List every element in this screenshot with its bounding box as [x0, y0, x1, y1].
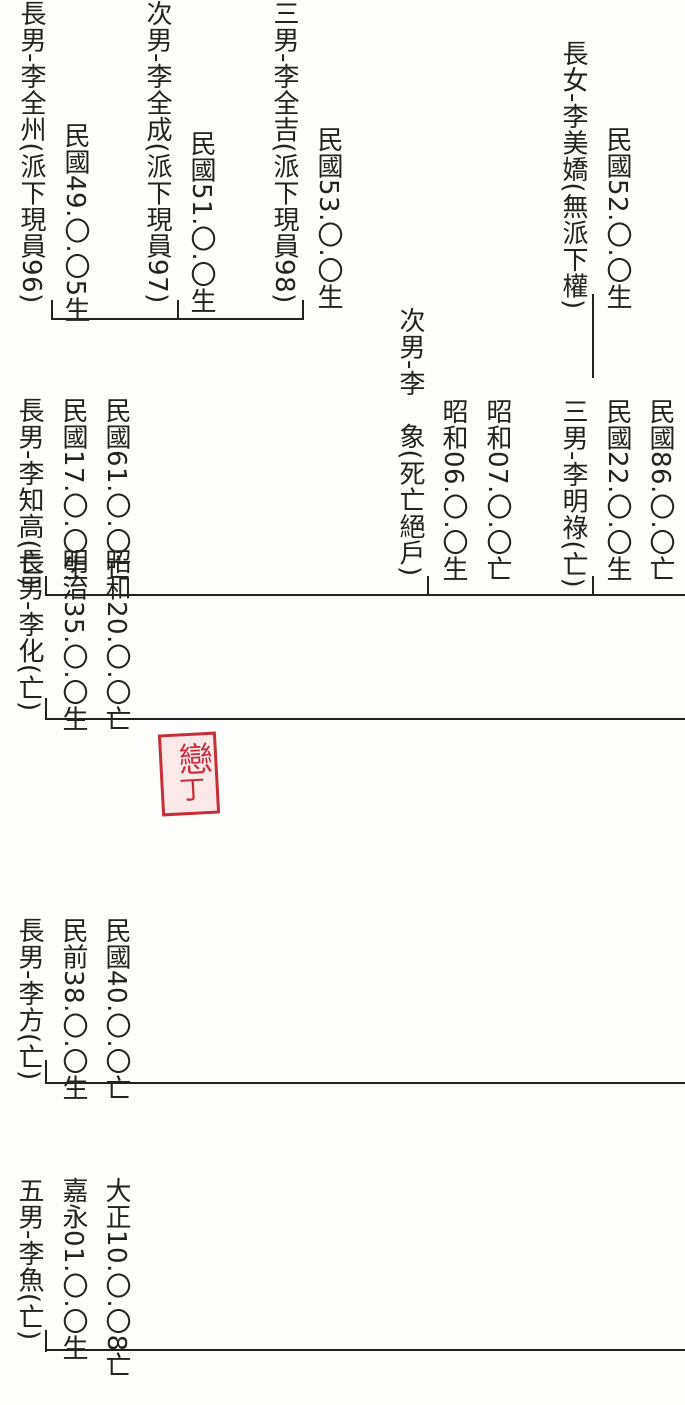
- record-li-quancheng-title: 次男-李全成(派下現員97): [142, 0, 172, 304]
- record-li-fang-title: 長男-李方(亡): [14, 917, 44, 1081]
- record-li-meijiao-title: 長女-李美嬌(無派下權): [558, 40, 588, 310]
- record-li-zhigao-death: 民國61.〇.〇亡: [101, 397, 131, 582]
- record-li-fang-birth: 民前38.〇.〇生: [58, 917, 88, 1102]
- connector-line: [592, 294, 594, 378]
- connector-line: [45, 718, 685, 720]
- connector-line: [427, 576, 429, 596]
- record-li-yu-birth: 嘉永01.〇.〇生: [58, 1177, 88, 1362]
- connector-line: [45, 1349, 685, 1351]
- connector-line: [45, 576, 47, 596]
- connector-line: [177, 300, 179, 320]
- connector-line: [45, 698, 47, 720]
- connector-line: [51, 300, 53, 320]
- record-li-xiang-birth: 昭和06.〇.〇生: [438, 398, 468, 583]
- record-li-minglu-death: 民國86.〇.〇亡: [645, 398, 675, 583]
- red-seal-stamp: 戀 丁: [157, 731, 221, 817]
- record-li-zhigao-birth: 民國17.〇.〇生: [58, 397, 88, 582]
- record-li-quancheng-birth: 民國51.〇.〇生: [186, 130, 216, 315]
- record-li-meijiao-birth: 民國52.〇.〇生: [602, 126, 632, 311]
- record-li-quanzhou-birth: 民國49.〇.〇5生: [60, 122, 90, 324]
- connector-line: [302, 300, 304, 320]
- record-li-fang-death: 民國40.〇.〇亡: [101, 917, 131, 1102]
- record-li-xiang-death: 昭和07.〇.〇亡: [482, 398, 512, 583]
- record-li-zhigao-title: 長男-李知高(亡): [14, 397, 44, 588]
- connector-line: [45, 1082, 685, 1084]
- record-li-xiang-title: 次男-李 象(死亡絕戶): [395, 307, 425, 577]
- record-li-quanji-title: 三男-李全吉(派下現員98): [269, 0, 299, 304]
- record-li-hua-title: 長男-李化(亡): [14, 548, 44, 712]
- connector-line: [45, 1060, 47, 1084]
- record-li-minglu-birth: 民國22.〇.〇生: [602, 398, 632, 583]
- connector-line: [592, 576, 594, 596]
- record-li-hua-birth: 明治35.〇.〇生: [58, 548, 88, 733]
- connector-line: [45, 1330, 47, 1352]
- record-li-quanji-birth: 民國53.〇.〇生: [313, 126, 343, 311]
- record-li-quanzhou-title: 長男-李全州(派下現員96): [16, 0, 46, 304]
- record-li-hua-death: 昭和20.〇.〇亡: [101, 548, 131, 733]
- record-li-yu-death: 大正10.〇.〇8亡: [101, 1177, 131, 1379]
- record-li-yu-title: 五男-李魚(亡): [14, 1177, 44, 1341]
- connector-line: [45, 594, 685, 596]
- record-li-minglu-title: 三男-李明祿(亡): [558, 398, 588, 589]
